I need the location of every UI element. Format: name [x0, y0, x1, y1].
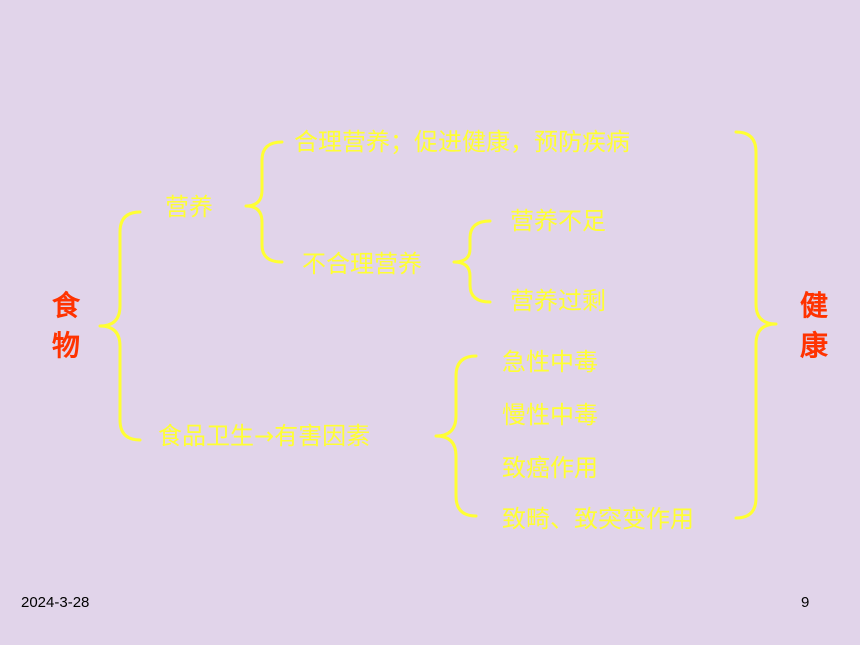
footer-date: 2024-3-28 [21, 594, 90, 611]
brace-health [734, 130, 778, 520]
bad-nutrition-item-2: 营养过剩 [510, 287, 606, 315]
brace-bad-nutrition [452, 219, 492, 304]
brace-nutrition [244, 140, 284, 264]
right-term-char-2: 康 [799, 329, 828, 362]
left-term-char-2: 物 [51, 329, 80, 362]
left-term-char-1: 食 [51, 289, 80, 322]
bad-nutrition-item-1: 营养不足 [510, 207, 606, 235]
nutrition-label: 营养 [165, 193, 213, 221]
brace-hazards [434, 354, 478, 518]
food-hygiene-label: 食品卫生→有害因素 [158, 422, 371, 450]
brace-food [98, 210, 142, 442]
hazard-item-1: 急性中毒 [502, 348, 598, 376]
hazard-item-3: 致癌作用 [502, 454, 598, 482]
good-nutrition-label: 合理营养；促进健康，预防疾病 [294, 128, 630, 156]
bad-nutrition-label: 不合理营养 [302, 250, 422, 278]
page-number: 9 [801, 594, 810, 611]
hazard-item-2: 慢性中毒 [502, 401, 598, 429]
right-term-char-1: 健 [799, 289, 828, 322]
hazard-item-4: 致畸、致突变作用 [502, 505, 694, 533]
